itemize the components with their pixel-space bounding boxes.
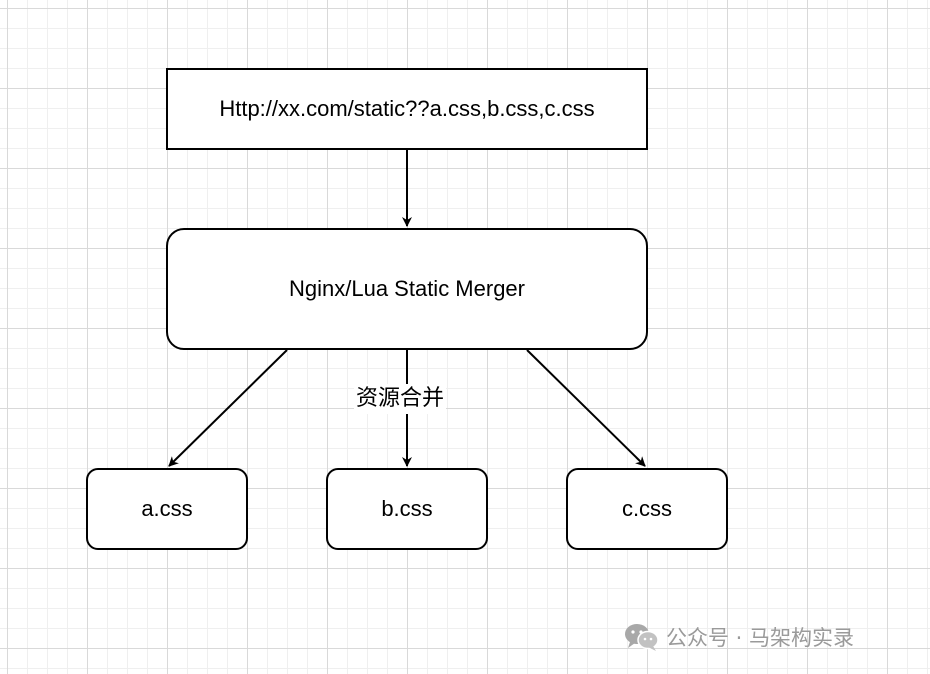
arrow-merger-to-a <box>168 349 288 467</box>
file-node-a[interactable]: a.css <box>86 468 248 550</box>
url-node-label: Http://xx.com/static??a.css,b.css,c.css <box>219 96 595 121</box>
watermark-text: 公众号 · 马架构实录 <box>666 626 855 650</box>
wechat-icon <box>625 624 659 651</box>
watermark: 公众号 · 马架构实录 <box>624 620 854 654</box>
file-node-label: a.css <box>141 496 193 521</box>
merger-node[interactable]: Nginx/Lua Static Merger <box>166 228 648 350</box>
merger-node-label: Nginx/Lua Static Merger <box>289 276 525 301</box>
file-node-c[interactable]: c.css <box>566 468 728 550</box>
merge-edge-label: 资源合并 <box>354 384 447 414</box>
file-node-b[interactable]: b.css <box>326 468 488 550</box>
file-node-label: b.css <box>381 496 433 521</box>
file-node-label: c.css <box>621 496 673 521</box>
url-node[interactable]: Http://xx.com/static??a.css,b.css,c.css <box>166 68 648 150</box>
arrow-merger-to-c <box>526 349 646 467</box>
